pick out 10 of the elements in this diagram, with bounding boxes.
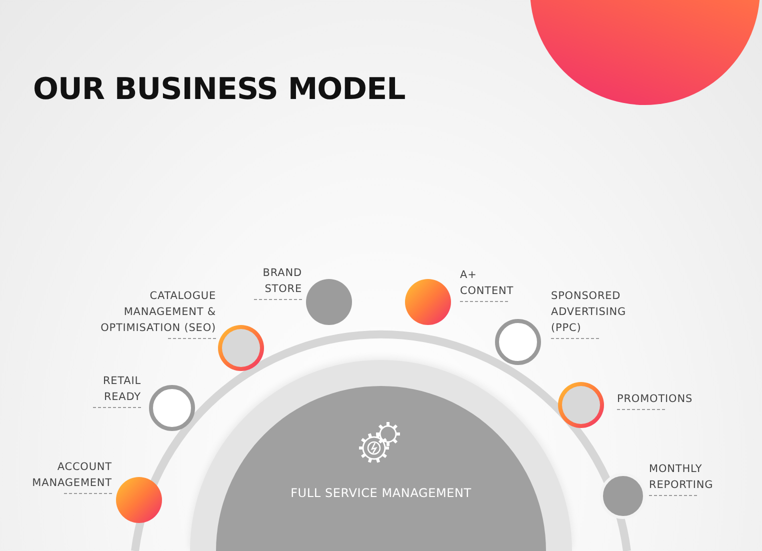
step-label: MONTHLY REPORTING <box>649 462 714 493</box>
title: OUR BUSINESS MODEL <box>33 72 406 107</box>
step-label: ACCOUNT MANAGEMENT <box>31 460 112 491</box>
hub-label: FULL SERVICE MANAGEMENT <box>290 485 472 502</box>
step-label: A+ CONTENT <box>460 268 515 299</box>
step-label: BRAND STORE <box>262 266 302 297</box>
step-label: RETAIL READY <box>102 374 141 405</box>
step-label: PROMOTIONS <box>617 392 693 407</box>
step-label: SPONSORED ADVERTISING (PPC) <box>551 289 628 336</box>
step-label: CATALOGUE MANAGEMENT & OPTIMISATION (SEO) <box>100 289 216 336</box>
